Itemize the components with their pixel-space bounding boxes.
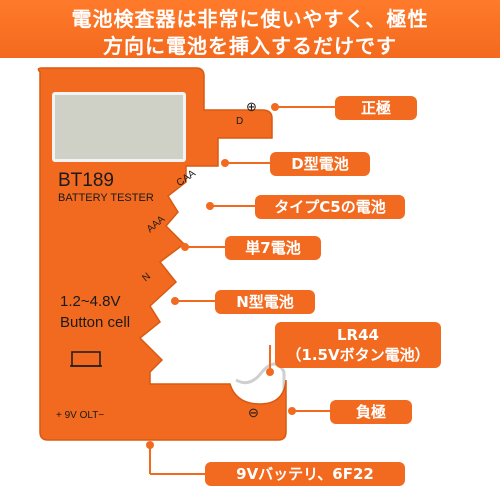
header-banner: 電池検査器は非常に使いやすく、極性 方向に電池を挿入するだけです [0, 0, 500, 58]
callout-positive: 正極 [335, 96, 417, 120]
minus-icon: ⊖ [248, 405, 259, 420]
slot-d-label: D [236, 116, 244, 127]
nine-volt-label: + 9V OLT− [56, 410, 105, 421]
header-line-2: 方向に電池を挿入するだけです [103, 34, 397, 58]
callout-d-battery: D型電池 [270, 152, 370, 176]
voltage-range: 1.2~4.8V [60, 293, 121, 310]
callout-negative: 負極 [330, 400, 412, 424]
callout-c5-battery: タイプC5の電池 [255, 195, 405, 219]
button-cell-label: Button cell [60, 314, 131, 331]
callout-9v-battery: 9Vバッテリ、6F22 [205, 462, 405, 486]
callout-lr44: LR44 （1.5Vボタン電池） [275, 322, 441, 368]
lcd-screen [52, 92, 186, 162]
callout-aaaa-battery: 単7電池 [225, 236, 321, 260]
header-line-1: 電池検査器は非常に使いやすく、極性 [71, 7, 429, 31]
tester-subtitle: BATTERY TESTER [58, 192, 154, 204]
leader-lines [146, 103, 335, 475]
plus-icon: ⊕ [246, 99, 257, 114]
callout-n-battery: N型電池 [215, 290, 315, 314]
model-label: BT189 [58, 170, 114, 191]
